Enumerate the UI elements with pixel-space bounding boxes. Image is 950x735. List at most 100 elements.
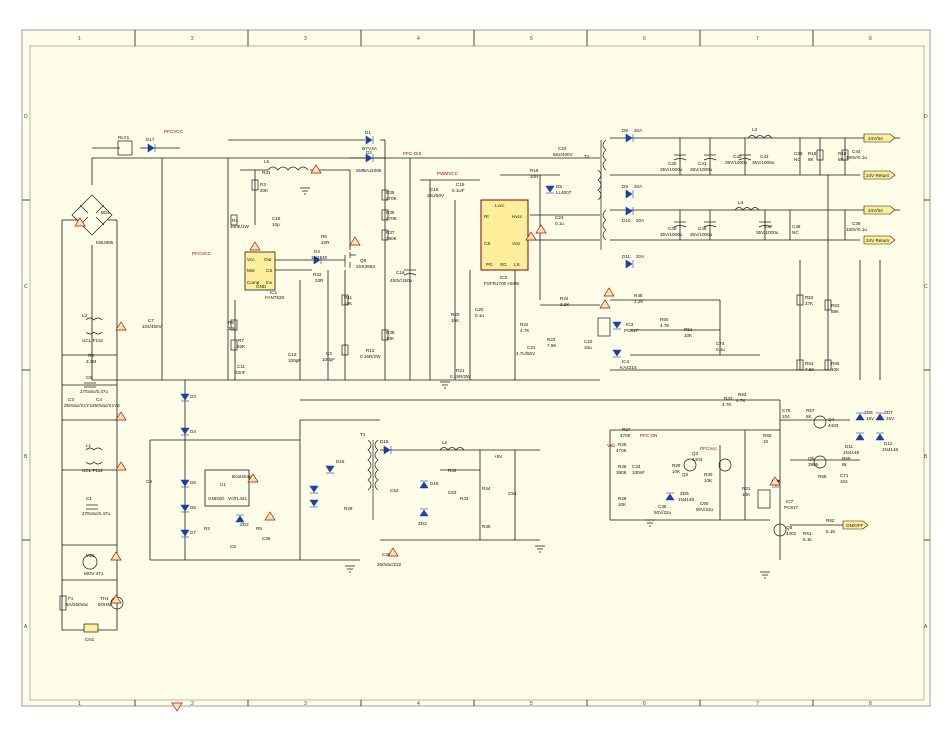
label-zd6: ZD6 <box>864 410 873 415</box>
label-r16-value: 8K <box>808 157 815 162</box>
grid-top-2: 2 <box>191 36 194 42</box>
label-c40-value: 35V/1000u <box>660 167 683 172</box>
label-c13-value: 100pF <box>288 358 301 363</box>
transformer-t1 <box>367 439 379 491</box>
label-r36-value: 470K <box>386 216 398 221</box>
label-c41-value: 35V/1000u <box>690 167 713 172</box>
label-r26: R26 <box>618 464 627 469</box>
relay-rly1 <box>117 140 133 156</box>
label-c18: C18 <box>430 187 439 192</box>
label-r38: R38 <box>386 330 395 335</box>
label-c75-value: 104 <box>782 414 790 419</box>
net-plus5v: +5V <box>494 454 503 459</box>
label-d18: D18 <box>430 481 439 486</box>
label-r28-value: 10K <box>618 502 627 507</box>
transistor-q3 <box>718 458 732 472</box>
choke-l1 <box>85 447 103 465</box>
label-r24-value: 2.2K <box>560 302 570 307</box>
ic1-pin-inv: Inv <box>266 280 273 285</box>
label-r9: R9 <box>88 353 94 358</box>
ic2-pin-vctr: Vctr <box>512 241 521 246</box>
label-f1-value: 5A/250Vac <box>66 602 89 607</box>
u1-pin-sd: SD <box>218 496 225 501</box>
label-d5-sb: D5 <box>190 480 196 485</box>
diode-d2 <box>365 153 373 163</box>
label-c19-value: 0.1UF <box>452 188 465 193</box>
bridge-rectifier <box>71 194 113 236</box>
ic2-pin-ls: LS <box>514 262 520 267</box>
label-c53: C53 <box>448 490 457 495</box>
label-d16: D16 <box>336 459 345 464</box>
label-c48: C48 <box>792 224 801 229</box>
label-d2: D2 <box>366 150 372 155</box>
line-filter-labels: F1 5A/250Vac TH1 5OHM VZ1 MOV 471 C1 275… <box>64 135 163 607</box>
port-cn1: CN1 <box>85 637 95 642</box>
label-rly1: RLY1 <box>118 135 130 140</box>
diode-ic3-led <box>612 321 622 329</box>
label-r37: R37 <box>386 230 395 235</box>
label-c43: C43 <box>760 154 769 159</box>
label-d9-value: 20A <box>634 184 643 189</box>
diode-d12 <box>875 433 885 441</box>
label-r30-value: 10K <box>704 478 713 483</box>
diode-zd3 <box>419 509 429 517</box>
grid-labels: 1 2 3 4 5 6 7 8 1 2 3 4 5 6 7 8 D C B A … <box>24 36 928 707</box>
diode-d9 <box>625 189 633 199</box>
transistor-q8 <box>773 523 787 537</box>
ic2-part: FSFR1700 HS08 <box>484 281 519 286</box>
diode-d1 <box>365 135 373 145</box>
label-zd6-value: 15V <box>866 416 875 421</box>
label-c2-value: 100pF <box>322 357 335 362</box>
label-r18: R18 <box>838 151 847 156</box>
label-r43: R43 <box>460 496 469 501</box>
label-r27: R27 <box>622 427 631 432</box>
label-th1: TH1 <box>100 596 109 601</box>
label-d10-value: 20A <box>636 218 645 223</box>
label-r19-value: 10R <box>530 174 539 179</box>
label-r55: R55 <box>831 361 840 366</box>
label-r61-value: 5.1k <box>803 537 812 542</box>
label-c45: C45 <box>668 226 677 231</box>
diode-d10 <box>625 206 633 216</box>
diode-d11b <box>855 433 865 441</box>
label-r63-value: 4.7K <box>736 398 746 403</box>
ic2-ref: IC2 <box>500 275 508 280</box>
label-q3: Q3 <box>692 451 699 456</box>
diode-sb3 <box>180 529 190 537</box>
label-r61: R61 <box>803 531 812 536</box>
grid-bottom-4: 4 <box>417 701 420 707</box>
label-r32: R32 <box>313 272 322 277</box>
port-24v-return-b: 24V Return <box>866 238 890 243</box>
optocoupler-ic3 <box>597 317 611 337</box>
label-r30: R30 <box>704 472 713 477</box>
label-c48-value: NC <box>792 230 799 235</box>
label-c23: C23 <box>558 146 567 151</box>
diode-d7 <box>309 485 319 493</box>
ic1-pin-gnd: GND <box>256 284 267 289</box>
label-c4: C4 <box>96 397 102 402</box>
transistor-q5 <box>813 455 827 469</box>
label-r21: R21 <box>456 368 465 373</box>
label-r51: R51 <box>684 327 693 332</box>
u1-pin-vcc: Vcc <box>228 496 236 501</box>
label-c15-value: 10p <box>272 222 280 227</box>
label-r19: R19 <box>530 168 539 173</box>
ic1-pin-mot: Mot <box>247 268 255 273</box>
grid-left-b: B <box>24 454 28 460</box>
label-c74: C74 <box>716 341 725 346</box>
label-r5: R5 <box>256 526 262 531</box>
label-l3: L3 <box>82 313 88 318</box>
ic1-pin-cs: CS <box>266 268 272 273</box>
label-c22-value: 10u <box>584 345 592 350</box>
label-q5-value: 3906 <box>808 462 819 467</box>
label-r55-value: 10K <box>831 367 840 372</box>
label-c47: C47 <box>764 224 773 229</box>
label-c11: C11 <box>237 364 246 369</box>
label-d9: D9 <box>622 184 628 189</box>
label-c7-value: 104/450V <box>142 324 163 329</box>
ic1-pfc-controller: Vcc Out Mot CS Comp GND Inv IC1 FAN7530 <box>244 251 285 300</box>
label-r52-value: 27K <box>805 301 814 306</box>
label-q8-value: 4401 <box>786 531 797 536</box>
label-c21-value: 4.7U/50V <box>516 351 536 356</box>
